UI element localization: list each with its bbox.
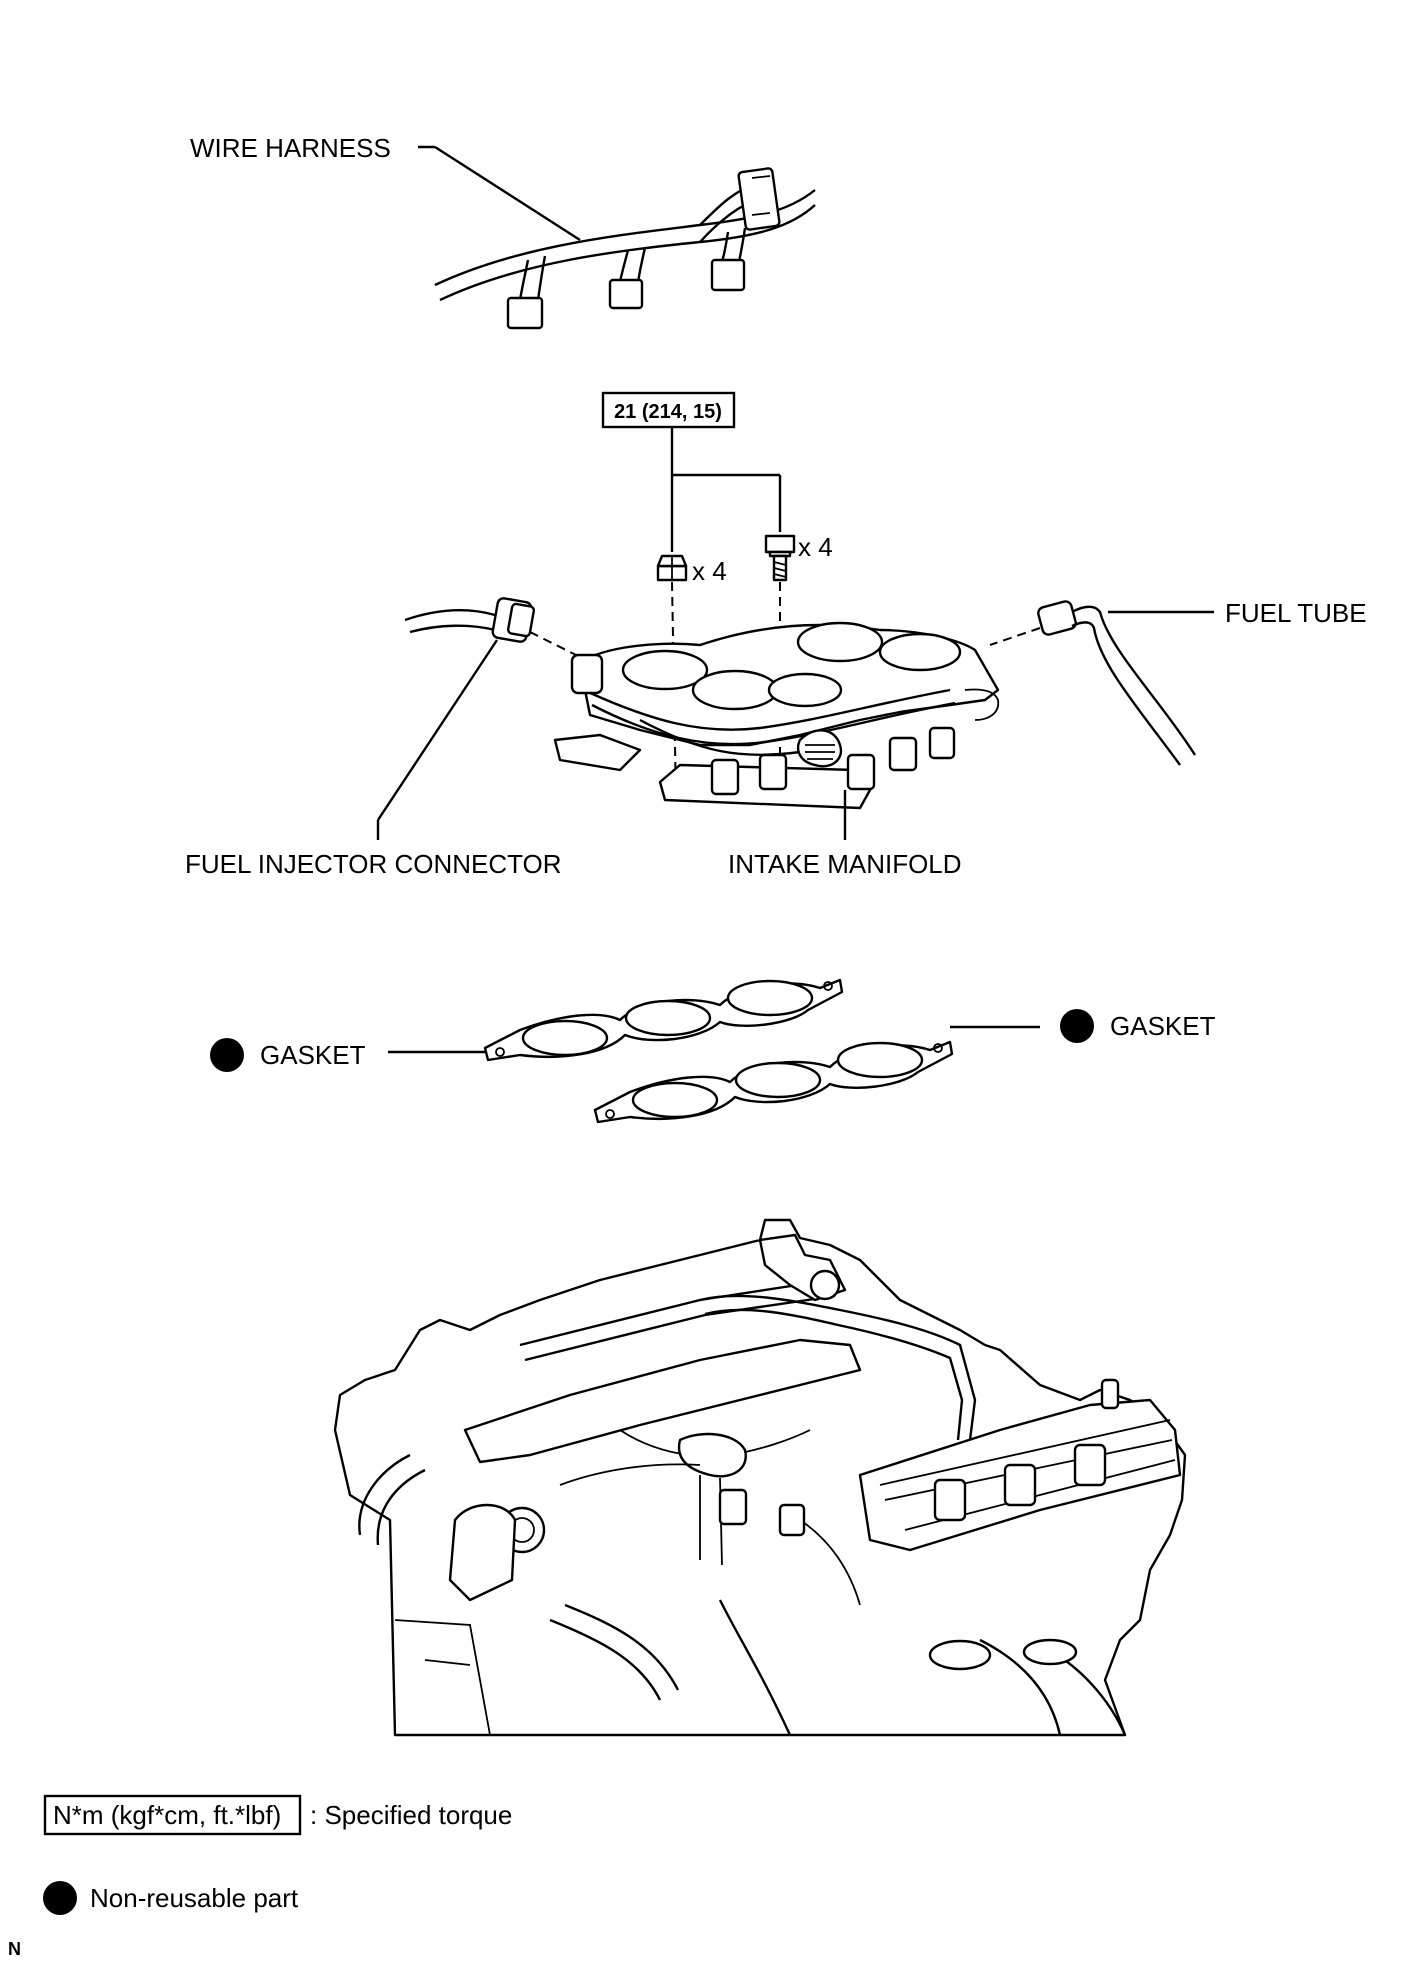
intake-manifold-label: INTAKE MANIFOLD — [728, 849, 962, 879]
gasket-right-label: GASKET — [1110, 1011, 1216, 1041]
nut-quantity: x 4 — [692, 556, 727, 586]
gasket-left-label: GASKET — [260, 1040, 366, 1070]
torque-legend-unit: N*m (kgf*cm, ft.*lbf) — [53, 1800, 281, 1830]
torque-spec-value: 21 (214, 15) — [614, 401, 722, 423]
corner-mark: N — [8, 1939, 21, 1959]
intake-manifold-drawing — [553, 621, 1000, 840]
gasket-left-drawing — [388, 978, 844, 1062]
engine-block-drawing — [333, 1218, 1187, 1737]
fuel-injector-connector-drawing — [376, 597, 583, 840]
fuel-tube-label: FUEL TUBE — [1225, 598, 1367, 628]
fuel-tube-drawing — [989, 600, 1214, 766]
torque-callout — [601, 391, 782, 552]
bolt-quantity: x 4 — [798, 532, 833, 562]
torque-legend-description: : Specified torque — [310, 1800, 512, 1830]
non-reusable-legend-description: Non-reusable part — [90, 1883, 299, 1913]
gasket-right-drawing — [593, 1025, 1040, 1124]
non-reusable-marker-left — [210, 1038, 244, 1072]
wire-harness-label: WIRE HARNESS — [190, 133, 391, 163]
non-reusable-marker-right — [1060, 1009, 1094, 1043]
torque-legend-box — [43, 1794, 302, 1836]
nut-icon — [656, 554, 688, 582]
wire-harness-drawing — [418, 145, 816, 330]
bolt-icon — [764, 534, 796, 582]
fuel-injector-connector-label: FUEL INJECTOR CONNECTOR — [185, 849, 562, 879]
non-reusable-legend-marker — [43, 1881, 77, 1915]
